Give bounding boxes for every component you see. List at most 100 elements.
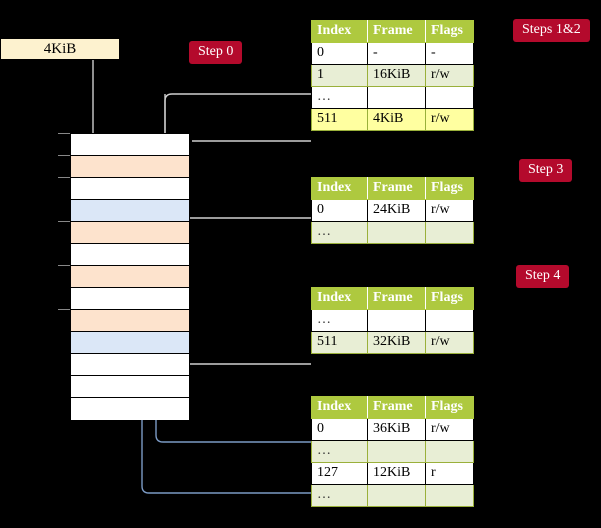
physical-memory-grid [70,133,190,420]
column-header-flags: Flags [425,396,474,419]
cell-flags: r/w [425,108,474,131]
cell-frame [367,221,426,244]
cell-frame [367,309,426,332]
page-table-row: … [311,440,474,463]
wire-step3-table2-to-memory [176,217,311,262]
cell-index: 511 [311,108,368,131]
badge-step-0-label: Step 0 [198,44,234,59]
memory-frame-row [71,266,189,288]
column-header-index: Index [311,287,368,310]
page-table-row: 0-- [311,42,474,65]
cell-flags: - [425,42,474,65]
memory-tick-mark [58,155,71,156]
cell-frame [367,86,426,109]
cell-flags: r/w [425,64,474,87]
cell-flags: r/w [425,418,474,441]
memory-frame-row [71,244,189,266]
badge-step-3: Step 3 [519,159,573,182]
column-header-index: Index [311,177,368,200]
badge-step-4: Step 4 [516,265,570,288]
cell-frame [367,440,426,463]
page-table-row: … [311,309,474,332]
column-header-frame: Frame [367,177,426,200]
column-header-flags: Flags [425,177,474,200]
cell-frame: 24KiB [367,199,426,222]
memory-frame-row [71,398,189,420]
memory-frame-row [71,178,189,200]
source-size-box: 4KiB [0,38,120,60]
cell-frame: 32KiB [367,331,426,354]
cell-flags [425,484,474,507]
cell-index: … [311,484,368,507]
memory-tick-mark [58,265,71,266]
badge-steps-1-2-label: Steps 1&2 [522,22,581,37]
cell-frame: 36KiB [367,418,426,441]
cell-flags [425,440,474,463]
cell-frame: 12KiB [367,462,426,485]
memory-tick-mark [58,133,71,134]
badge-step-0: Step 0 [189,41,243,64]
cell-flags [425,86,474,109]
cell-index: … [311,86,368,109]
cell-index: 0 [311,418,368,441]
cell-index: 0 [311,42,368,65]
memory-frame-row [71,376,189,398]
cell-flags: r/w [425,331,474,354]
cell-index: 127 [311,462,368,485]
cell-index: … [311,309,368,332]
memory-frame-row [71,354,189,376]
cell-frame: - [367,42,426,65]
source-size-label: 4KiB [43,40,77,57]
cell-index: … [311,440,368,463]
memory-frame-row [71,134,189,156]
column-header-index: Index [311,20,368,43]
cell-frame: 16KiB [367,64,426,87]
cell-index: 0 [311,199,368,222]
memory-tick-mark [58,221,71,222]
cell-flags [425,309,474,332]
column-header-flags: Flags [425,287,474,310]
memory-frame-row [71,200,189,222]
memory-tick-mark [58,309,71,310]
cell-index: 1 [311,64,368,87]
cell-index: … [311,221,368,244]
column-header-frame: Frame [367,396,426,419]
page-table-header-row: Index Frame Flags [311,287,474,310]
memory-frame-row [71,288,189,310]
memory-frame-row [71,310,189,332]
badge-step-3-label: Step 3 [528,162,564,177]
page-table-row: … [311,86,474,109]
wire-step4-table3-to-memory [170,311,311,365]
memory-frame-row [71,222,189,244]
badge-step-4-label: Step 4 [525,268,561,283]
cell-flags: r [425,462,474,485]
column-header-index: Index [311,396,368,419]
memory-frame-row [71,332,189,354]
page-table-header-row: Index Frame Flags [311,396,474,419]
page-table-header-row: Index Frame Flags [311,20,474,43]
cell-flags [425,221,474,244]
page-table-header-row: Index Frame Flags [311,177,474,200]
badge-steps-1-2: Steps 1&2 [513,19,590,42]
page-table-row: … [311,484,474,507]
cell-frame [367,484,426,507]
column-header-frame: Frame [367,287,426,310]
cell-index: 511 [311,331,368,354]
column-header-flags: Flags [425,20,474,43]
cell-flags: r/w [425,199,474,222]
